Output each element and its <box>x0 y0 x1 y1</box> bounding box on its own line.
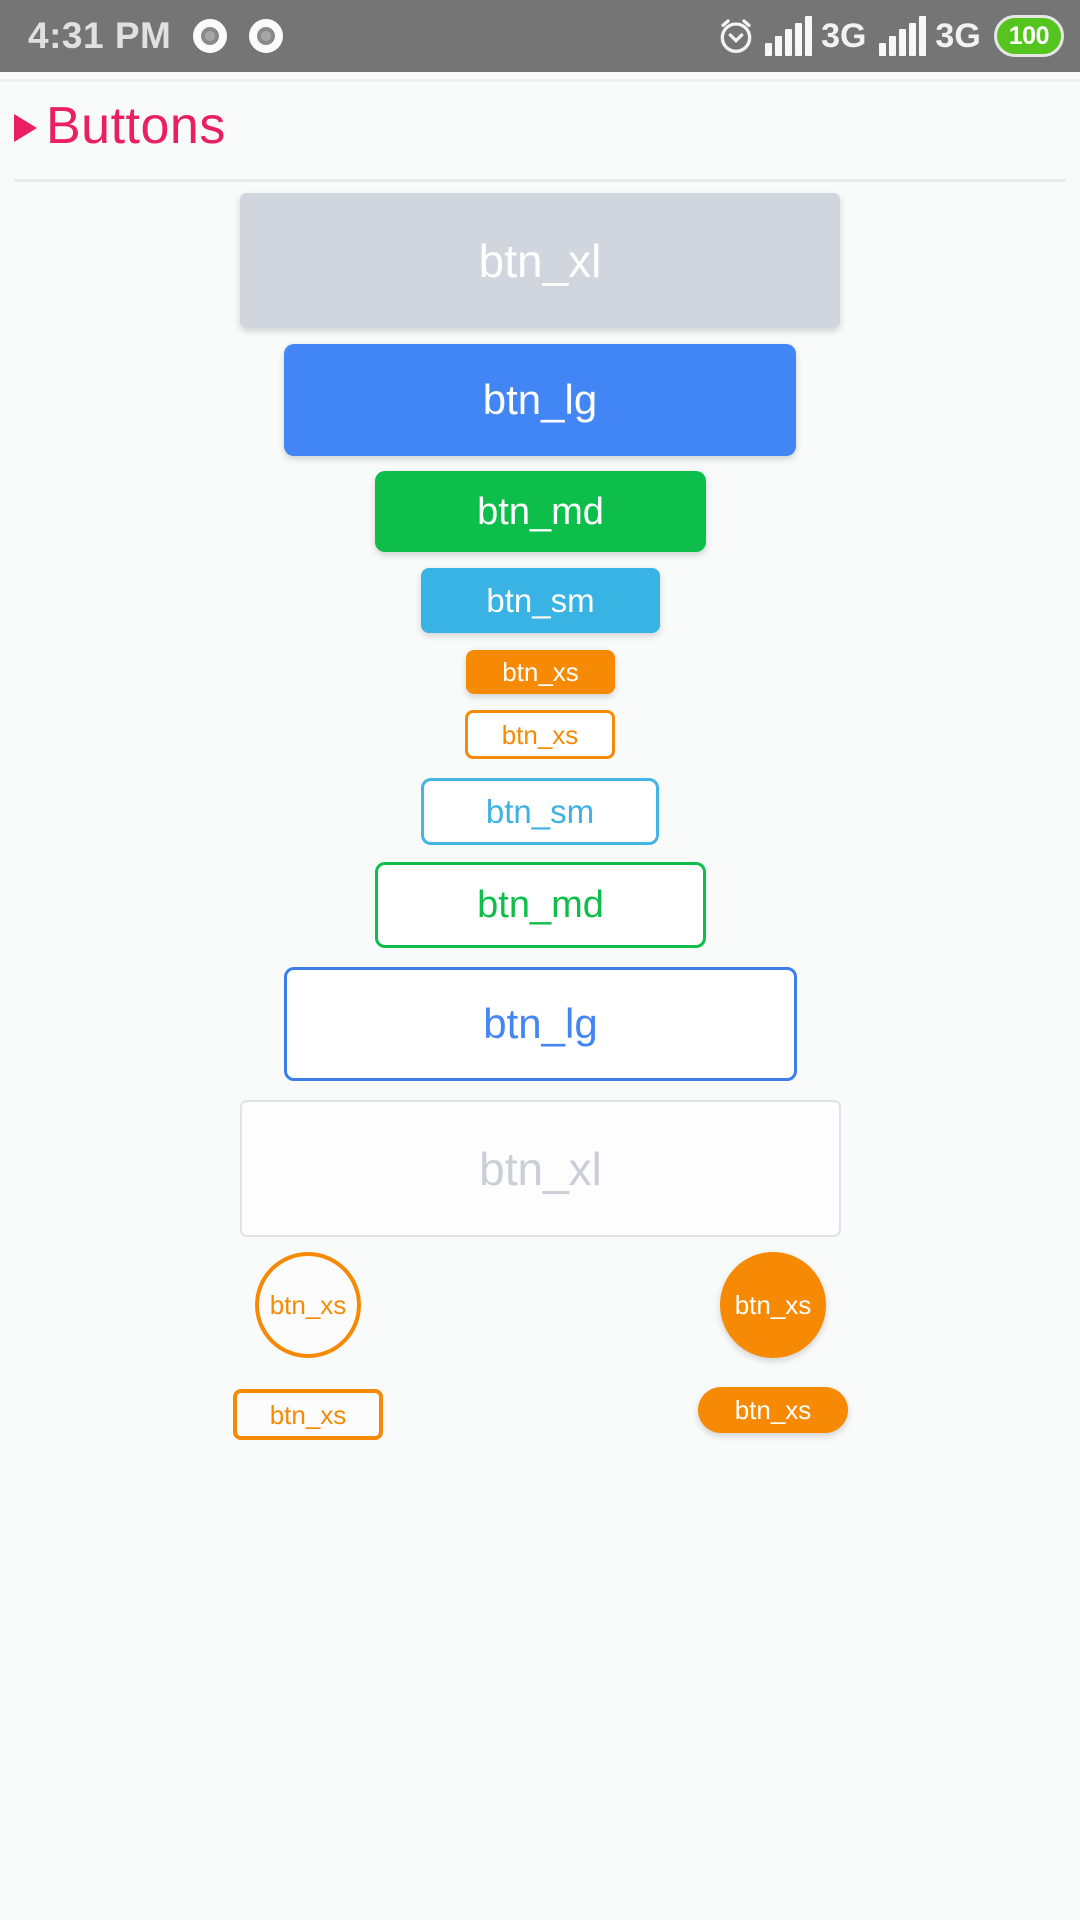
btn-circle-outline-button[interactable]: btn_xs <box>255 1252 361 1358</box>
btn-sm-outline-button[interactable]: btn_sm <box>421 778 659 845</box>
signal-bars-icon <box>879 16 927 56</box>
btn-lg-outline-button[interactable]: btn_lg <box>284 967 797 1081</box>
status-bar-left: 4:31 PM <box>28 0 284 72</box>
btn-sm-filled-button[interactable]: btn_sm <box>421 568 660 633</box>
clock-text: 4:31 PM <box>28 15 172 56</box>
alarm-icon <box>720 19 752 53</box>
sim2-network-label: 3G <box>935 16 981 55</box>
btn-xs-outline-button[interactable]: btn_xs <box>465 710 615 759</box>
page-title: Buttons <box>46 97 226 155</box>
signal-bars-icon <box>765 16 813 56</box>
btn-xs-filled-button[interactable]: btn_xs <box>466 650 615 694</box>
header-divider <box>14 179 1066 182</box>
sim1-network-label: 3G <box>821 16 867 55</box>
right-triangle-icon <box>14 114 37 142</box>
toolbar-shadow-line <box>0 79 1080 82</box>
btn-rect-outline-button[interactable]: btn_xs <box>233 1389 383 1440</box>
btn-circle-filled-button[interactable]: btn_xs <box>720 1252 826 1358</box>
status-bar: 4:31 PM 3G 3G 100 <box>0 0 1080 72</box>
notification-circle-icon <box>249 19 284 53</box>
btn-md-outline-button[interactable]: btn_md <box>375 862 706 948</box>
notification-circle-icon <box>193 19 228 53</box>
btn-xl-filled-button[interactable]: btn_xl <box>240 193 840 328</box>
btn-md-filled-button[interactable]: btn_md <box>375 471 706 552</box>
status-bar-right: 3G 3G 100 <box>716 0 1064 72</box>
btn-xl-outline-button[interactable]: btn_xl <box>240 1100 841 1237</box>
btn-lg-filled-button[interactable]: btn_lg <box>284 344 796 456</box>
btn-pill-filled-button[interactable]: btn_xs <box>698 1387 848 1433</box>
battery-icon: 100 <box>993 15 1064 57</box>
toolbar-strip <box>0 72 1080 79</box>
